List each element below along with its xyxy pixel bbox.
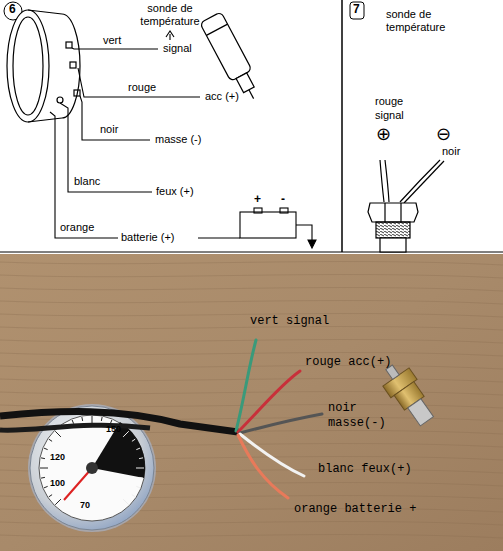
wire-color: rouge [128,81,156,94]
scale-tick [41,477,45,479]
scale-tick [44,448,48,450]
wire-label: masse(-) [328,417,386,431]
wood-grain [0,366,503,369]
polarity-sign: - [281,193,285,207]
signal-name: masse (-) [155,133,201,146]
wire-color: rouge [375,95,403,108]
wood-grain [0,535,503,538]
signal-name: signal [163,42,192,55]
scale-tick [101,417,103,421]
callout-number: 6 [9,3,16,17]
part-name: sonde de température [386,8,466,33]
scale-tick [81,417,83,421]
wire-label: vert signal [250,315,329,329]
scale-tick [139,457,143,459]
wood-grain [0,288,503,291]
wire-label: rouge acc(+) [305,356,391,370]
wire-label: noir [328,402,357,416]
polarity-sign: + [254,193,261,207]
signal-name: acc (+) [205,90,239,103]
scale-tick [72,420,74,424]
part-name: sonde de température [130,2,210,27]
scale-number: 120 [50,452,65,462]
polarity-sign: ⊖ [436,124,451,145]
scale-tick [132,439,135,441]
scale-tick [41,457,45,459]
wood-grain [0,340,503,343]
polarity-sign: ⊕ [376,124,391,145]
wire-color: vert [103,34,121,47]
wire-color: noir [442,145,460,158]
scale-tick [55,499,61,505]
scale-tick [123,499,129,505]
wire-color: orange [60,221,94,234]
wire-color: noir [100,123,118,136]
callout-number: 7 [353,3,360,17]
signal-name: feux (+) [156,185,194,198]
scale-tick [136,486,140,488]
wire-label: orange batterie + [294,503,416,517]
scale-tick [40,468,48,469]
wire-label: blanc feux(+) [318,463,412,477]
scale-tick [123,431,129,437]
scale-tick [92,416,93,424]
wood-grain [0,275,503,278]
scale-tick [136,448,140,450]
scale-number: 70 [80,500,90,510]
scale-number: 150 [106,424,121,434]
scale-tick [136,468,144,469]
wire-color: blanc [74,175,100,188]
wood-grain [0,392,503,395]
scale-tick [139,477,143,479]
scale-tick [55,431,61,437]
wood-grain [0,379,503,382]
scale-number: 100 [50,478,65,488]
signal-name: signal [375,109,404,122]
scale-tick [44,486,48,488]
signal-name: batterie (+) [121,231,175,244]
wood-grain [0,301,503,304]
wood-grain [0,262,503,265]
scale-tick [49,439,52,441]
scale-tick [49,495,52,497]
scale-tick [132,495,135,497]
